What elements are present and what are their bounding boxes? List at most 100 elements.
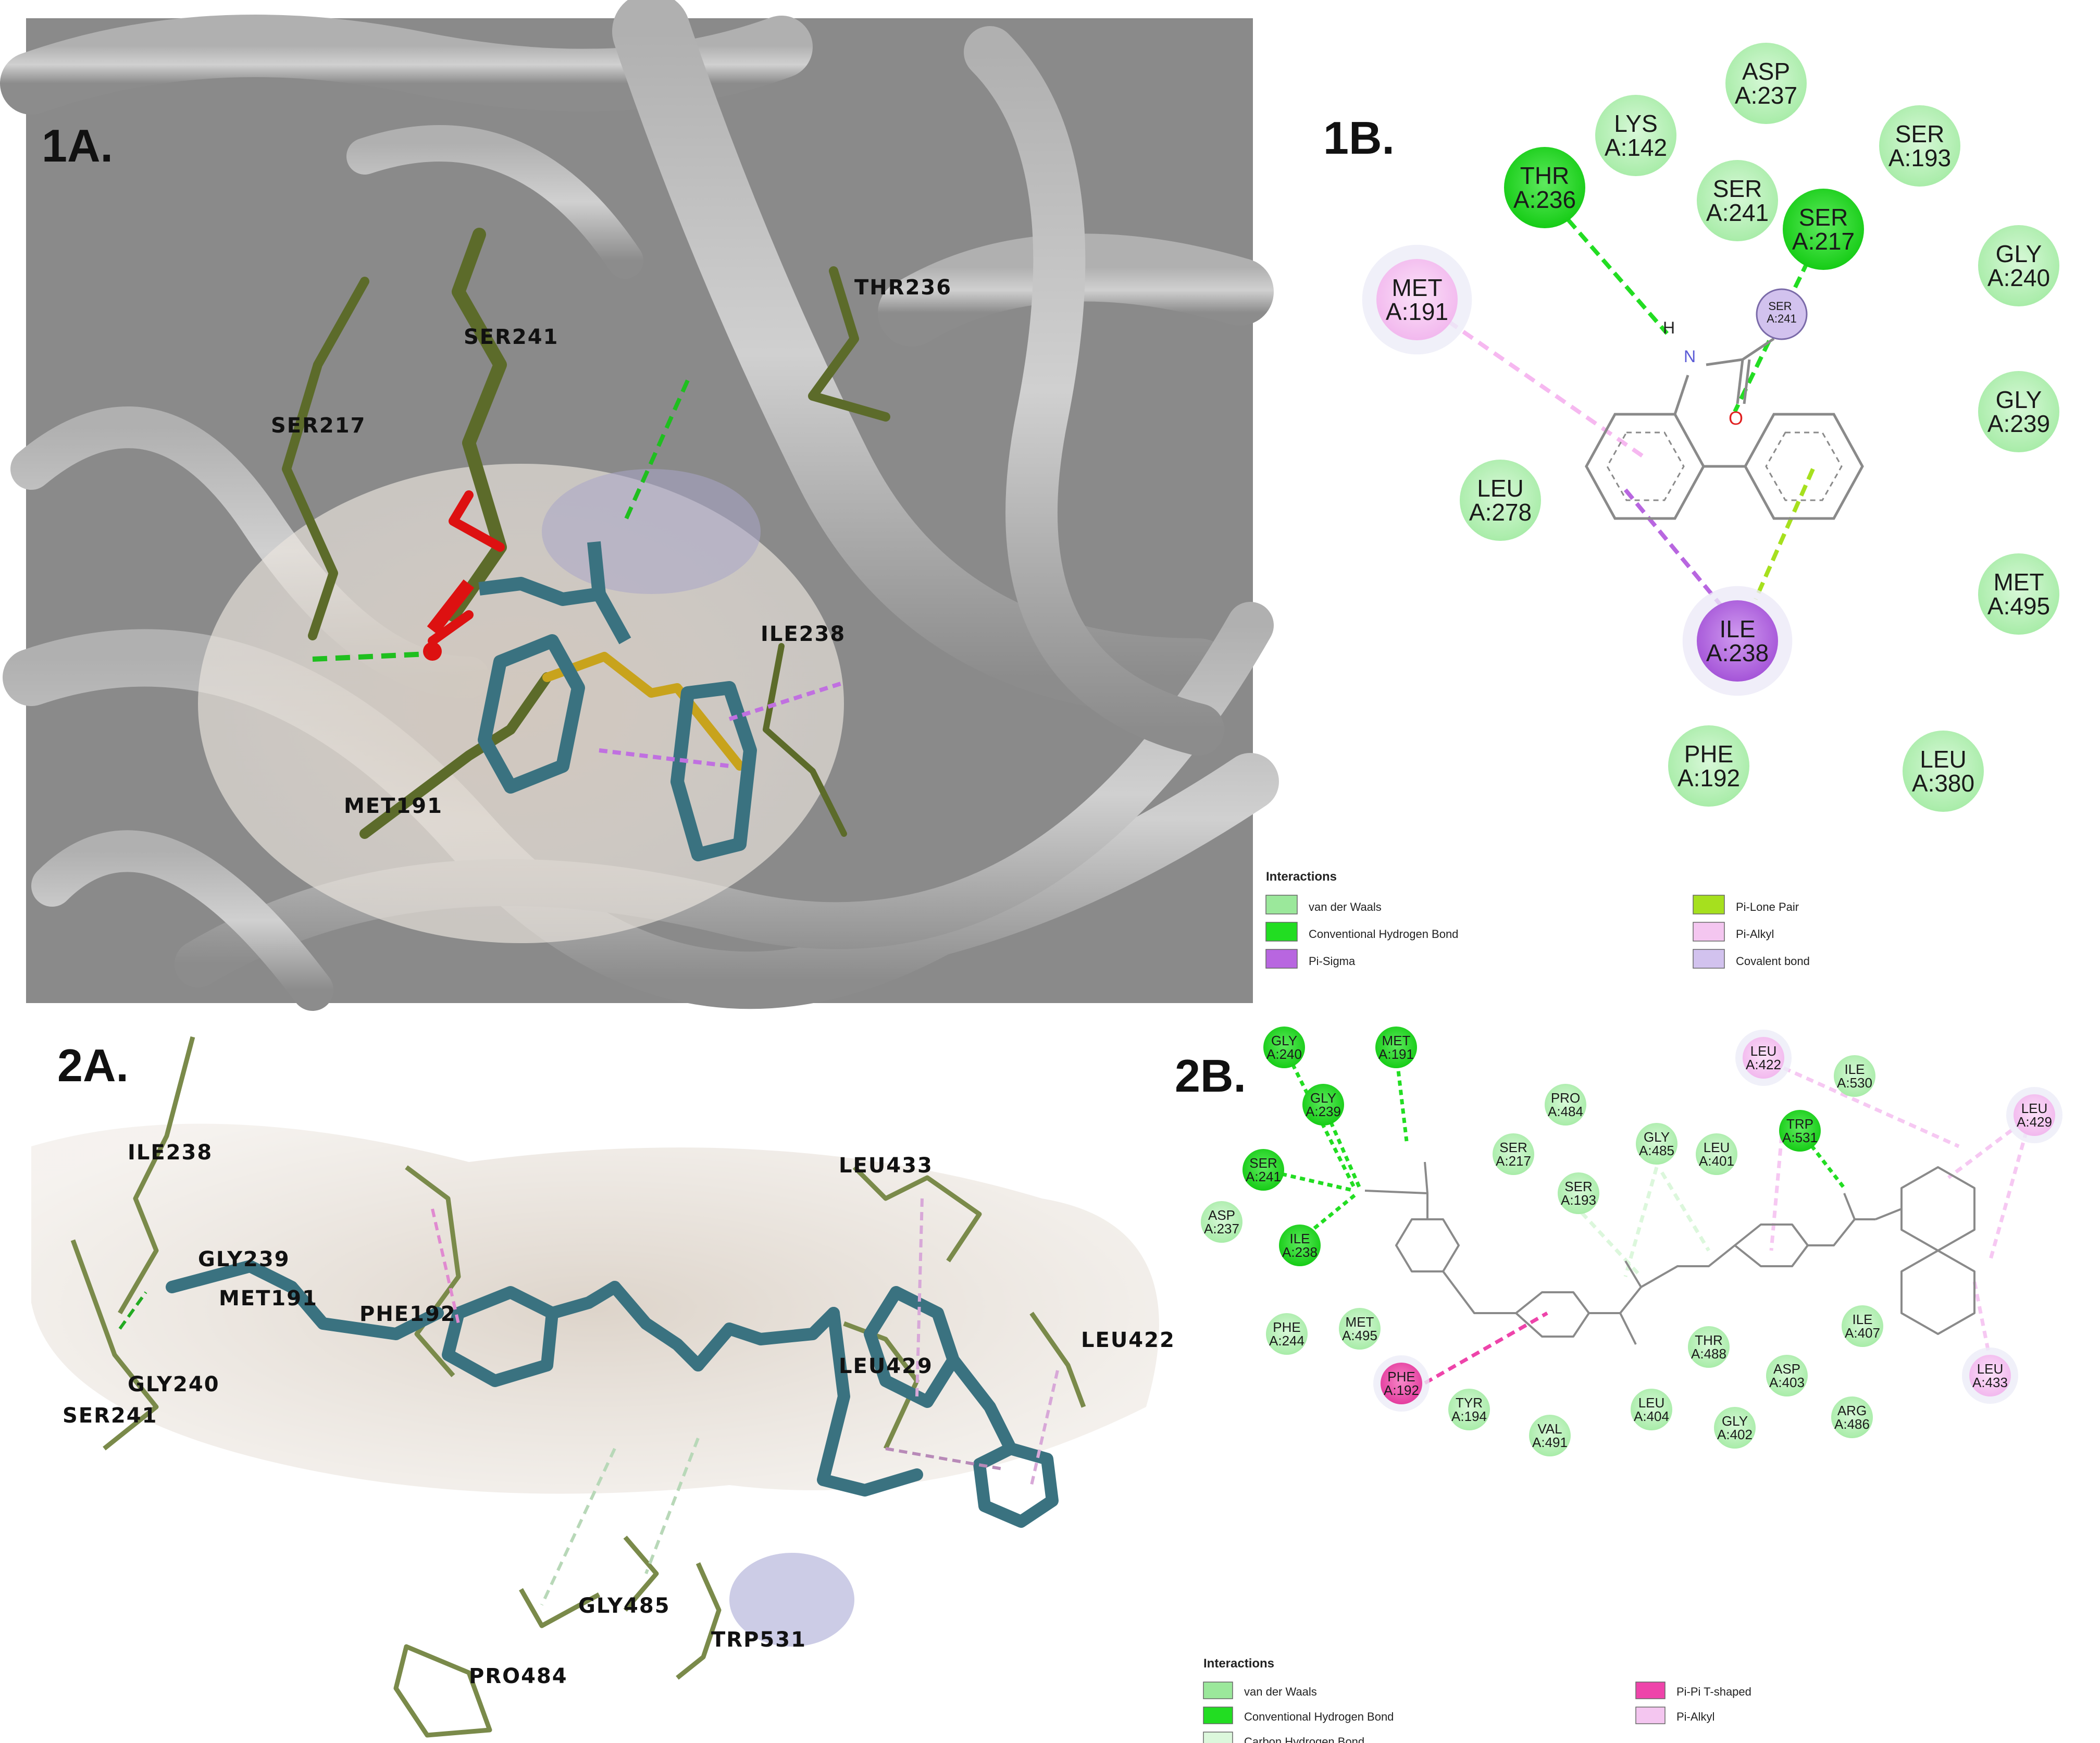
legend-item: van der Waals (1203, 1682, 1317, 1699)
covalent-res-name: SER (1768, 300, 1792, 313)
legend-swatch (1203, 1732, 1233, 1743)
legend-item: Covalent bond (1693, 949, 1810, 969)
residue-name: SER (1799, 204, 1848, 231)
interaction-lines-2b (1263, 1046, 2033, 1399)
residue-name: ILE (1719, 615, 1755, 642)
residue-id: A:422 (1746, 1057, 1781, 1072)
residue-disc (1831, 1396, 1873, 1438)
residue-disc (1381, 1363, 1422, 1404)
residue-disc (1460, 460, 1541, 541)
residue-disc (1696, 1133, 1737, 1175)
residue-disc (1688, 1326, 1730, 1368)
legend-swatch (1265, 895, 1298, 914)
ligand-oxygen (423, 642, 442, 661)
label-3d-ser241-2a: SER241 (63, 1404, 157, 1428)
covalent-residue-ser241 (1756, 288, 1808, 340)
residue-id: A:402 (1717, 1427, 1753, 1442)
residue-id: A:236 (1513, 186, 1576, 213)
label-3d-trp531-2a: TRP531 (711, 1628, 806, 1652)
panel-1a: 1A. THR236 SER241 SER217 ILE238 MET191 (0, 0, 1279, 1011)
residue-id: A:217 (1496, 1153, 1531, 1169)
residue-id: A:194 (1451, 1408, 1487, 1424)
atom-h: H (1663, 318, 1675, 337)
residue-disc (1697, 160, 1778, 241)
residue-name: MET (1993, 568, 2044, 596)
residue-id: A:495 (1342, 1328, 1377, 1343)
legend-item: Pi-Alkyl (1635, 1707, 1714, 1724)
residue-name: MET (1346, 1314, 1374, 1330)
legend-label: van der Waals (1309, 900, 1382, 913)
legend-item: Pi-Lone Pair (1693, 895, 1799, 914)
legend-swatch (1265, 922, 1298, 942)
legend-label: Pi-Alkyl (1736, 928, 1774, 941)
residue-id: A:239 (1306, 1104, 1341, 1119)
legend-label: Pi-Pi T-shaped (1676, 1685, 1751, 1698)
interactions-1a (312, 379, 845, 768)
residue-id: A:488 (1691, 1346, 1726, 1362)
interactions-2a (118, 1198, 1059, 1606)
ligand-1b (1585, 337, 1864, 520)
residue-id: A:237 (1735, 82, 1797, 109)
residue-disc (1842, 1305, 1883, 1347)
residue-name: GLY (1996, 386, 2042, 413)
panel-label-2a: 2A. (57, 1040, 129, 1091)
residue-name: ILE (1289, 1231, 1310, 1246)
legend-label: Pi-Alkyl (1676, 1710, 1714, 1723)
residue-id: A:484 (1548, 1104, 1583, 1119)
legend-item: Pi-Sigma (1265, 949, 1356, 969)
residue-id: A:142 (1605, 134, 1667, 161)
label-3d-phe192-2a: PHE192 (359, 1302, 456, 1326)
residue-name: MET (1391, 274, 1442, 301)
residue-id: A:241 (1706, 199, 1769, 226)
residue-disc (1375, 1027, 1417, 1068)
residue-name: VAL (1537, 1421, 1562, 1437)
legend-item: Pi-Alkyl (1693, 922, 1774, 942)
legend-label: Covalent bond (1736, 955, 1810, 968)
residue-disc (1631, 1389, 1672, 1430)
residue-name: LEU (1704, 1140, 1730, 1155)
residue-id: A:241 (1246, 1169, 1281, 1184)
residue-id: A:192 (1384, 1382, 1419, 1398)
residue-name: ARG (1837, 1403, 1867, 1418)
panel-label-1b: 1B. (1323, 112, 1395, 164)
residue-id: A:193 (1561, 1192, 1596, 1208)
residue-disc (1903, 731, 1984, 812)
residue-name: ASP (1742, 58, 1790, 85)
residue-id: A:531 (1782, 1130, 1818, 1145)
residue-id: A:429 (2017, 1114, 2052, 1130)
residue-disc (1969, 1355, 2011, 1396)
legend-swatch (1635, 1707, 1666, 1724)
residue-id: A:401 (1699, 1153, 1734, 1169)
residue-name: GLY (1310, 1090, 1336, 1106)
residue-disc (1595, 95, 1676, 176)
